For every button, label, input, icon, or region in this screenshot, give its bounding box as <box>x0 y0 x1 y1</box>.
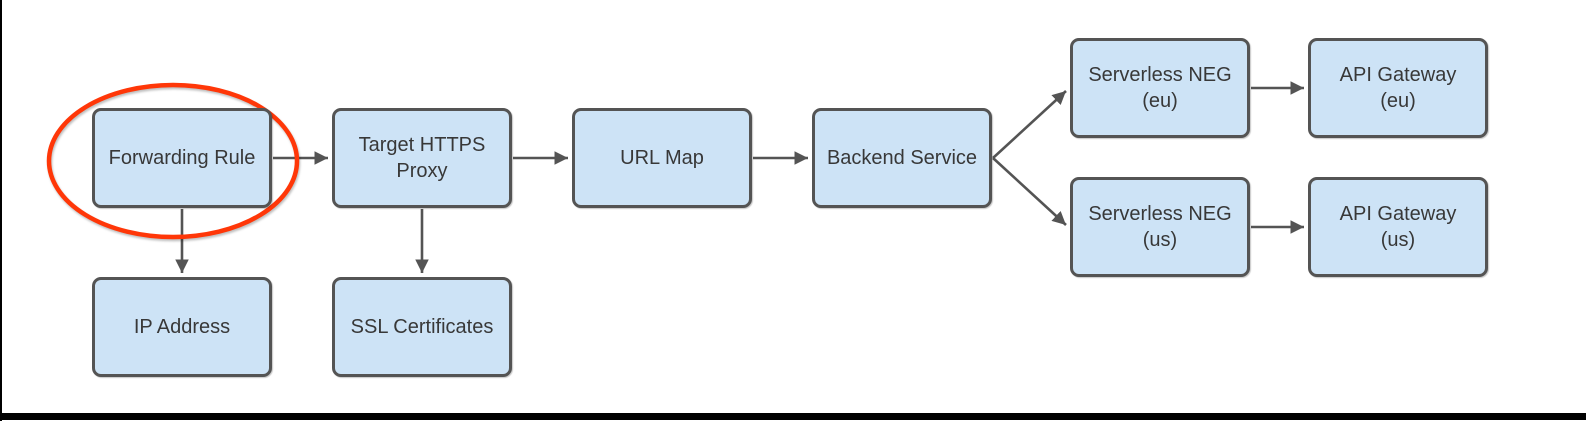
node-label: URL Map <box>620 147 704 169</box>
node-api-gateway-eu: API Gateway (eu) <box>1308 38 1488 138</box>
node-serverless-neg-us: Serverless NEG (us) <box>1070 177 1250 277</box>
node-target-https-proxy: Target HTTPS Proxy <box>332 108 512 208</box>
node-label: Forwarding Rule <box>108 147 256 169</box>
node-forwarding-rule: Forwarding Rule <box>92 108 272 208</box>
node-label: Serverless NEG (us) <box>1088 203 1232 251</box>
node-label: API Gateway (us) <box>1339 203 1457 251</box>
window-bottom-edge <box>0 413 1586 420</box>
arrow-backend-service-to-serverless-neg-eu <box>992 90 1067 159</box>
node-label: Serverless NEG (eu) <box>1088 64 1232 112</box>
node-label: Backend Service <box>826 147 978 169</box>
node-ssl-certificates: SSL Certificates <box>332 277 512 377</box>
node-url-map: URL Map <box>572 108 752 208</box>
node-api-gateway-us: API Gateway (us) <box>1308 177 1488 277</box>
arrow-backend-service-to-serverless-neg-us <box>992 157 1067 226</box>
node-ip-address: IP Address <box>92 277 272 377</box>
node-backend-service: Backend Service <box>812 108 992 208</box>
node-serverless-neg-eu: Serverless NEG (eu) <box>1070 38 1250 138</box>
window-left-edge <box>0 0 2 421</box>
node-label: Target HTTPS Proxy <box>358 134 486 182</box>
node-label: IP Address <box>133 316 231 338</box>
node-label: API Gateway (eu) <box>1339 64 1457 112</box>
node-label: SSL Certificates <box>350 316 494 338</box>
